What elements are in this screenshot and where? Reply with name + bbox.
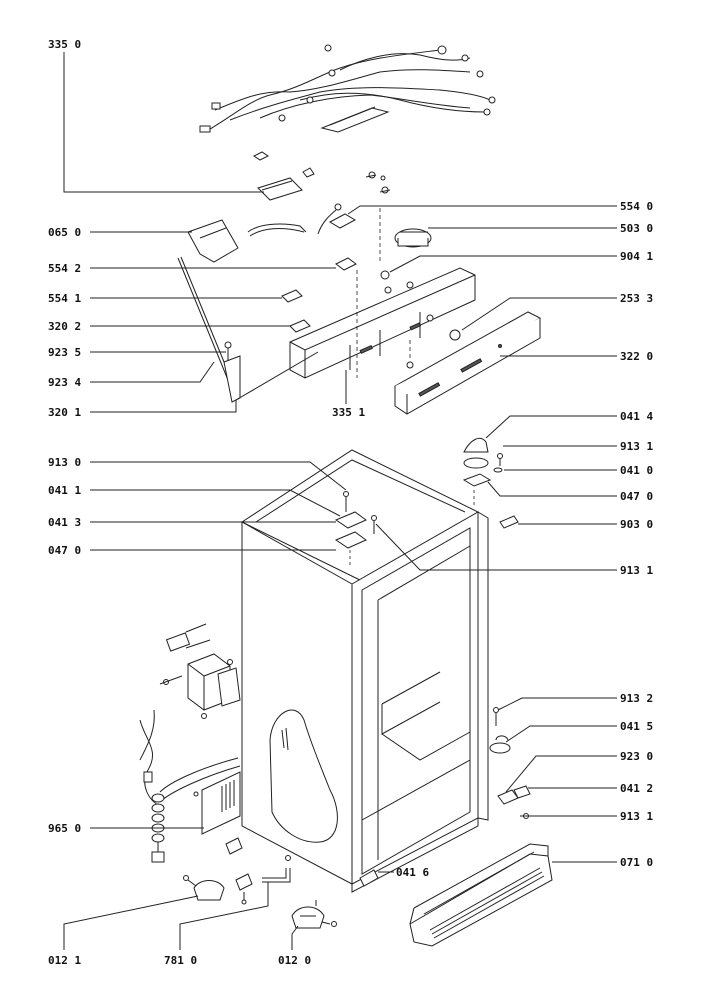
part-5541: [281, 289, 303, 303]
callout-labels: 335 0 554 0 065 0 503 0 554 2 904 1 554 …: [48, 38, 653, 967]
part-0120: [291, 900, 337, 929]
hose-part: [247, 223, 307, 233]
label-7810: 781 0: [164, 954, 197, 967]
label-0710: 071 0: [620, 856, 653, 869]
part-9041: [380, 270, 414, 294]
cabinet-body: [240, 449, 489, 893]
part-3220-panel: [394, 311, 542, 415]
part-7810: [235, 855, 291, 905]
label-0412: 041 2: [620, 782, 653, 795]
part-3350: [257, 177, 303, 201]
hinge-parts-bottom: [489, 707, 531, 819]
label-2533: 253 3: [620, 292, 653, 305]
label-3202: 320 2: [48, 320, 81, 333]
label-0410: 041 0: [620, 464, 653, 477]
hinge-parts-right: [462, 437, 519, 529]
label-5541: 554 1: [48, 292, 81, 305]
part-9234-rod: [177, 257, 229, 381]
part-0121: [183, 875, 225, 901]
label-5540: 554 0: [620, 200, 653, 213]
label-9132: 913 2: [620, 692, 653, 705]
label-9235: 923 5: [48, 346, 81, 359]
part-3202: [289, 319, 311, 333]
label-0415: 041 5: [620, 720, 653, 733]
label-0416: 041 6: [396, 866, 429, 879]
control-housing-tray: [289, 267, 476, 379]
label-9230: 923 0: [620, 750, 653, 763]
label-5030: 503 0: [620, 222, 653, 235]
part-0650: [187, 219, 239, 263]
clip-part: [253, 151, 269, 161]
label-0120: 012 0: [278, 954, 311, 967]
label-9131-a: 913 1: [620, 440, 653, 453]
wiring-harness: [199, 44, 496, 133]
label-5542: 554 2: [48, 262, 81, 275]
leader-lines: [63, 52, 617, 950]
part-5030: [394, 228, 432, 248]
label-9041: 904 1: [620, 250, 653, 263]
label-0411: 041 1: [48, 484, 81, 497]
clip-part-2: [302, 167, 315, 178]
label-0470-a: 047 0: [620, 490, 653, 503]
hinge-parts-left: [334, 491, 377, 568]
part-0710-grille: [409, 843, 553, 947]
label-9130: 913 0: [48, 456, 81, 469]
label-0414: 041 4: [620, 410, 653, 423]
label-0650: 065 0: [48, 226, 81, 239]
label-0470-b: 047 0: [48, 544, 81, 557]
label-9234: 923 4: [48, 376, 81, 389]
label-9131-b: 913 1: [620, 564, 653, 577]
label-9030: 903 0: [620, 518, 653, 531]
screw-group-top: [365, 171, 391, 194]
label-3220: 322 0: [620, 350, 653, 363]
part-9650-group: [139, 623, 243, 863]
part-5540: [317, 203, 357, 235]
label-0413: 041 3: [48, 516, 81, 529]
label-3350: 335 0: [48, 38, 81, 51]
part-5542: [335, 257, 357, 271]
label-3351: 335 1: [332, 406, 365, 419]
part-3201: [223, 341, 241, 403]
label-9650: 965 0: [48, 822, 81, 835]
label-3201: 320 1: [48, 406, 81, 419]
harness-cover-plate: [320, 106, 390, 133]
label-9131-c: 913 1: [620, 810, 653, 823]
label-0121: 012 1: [48, 954, 81, 967]
